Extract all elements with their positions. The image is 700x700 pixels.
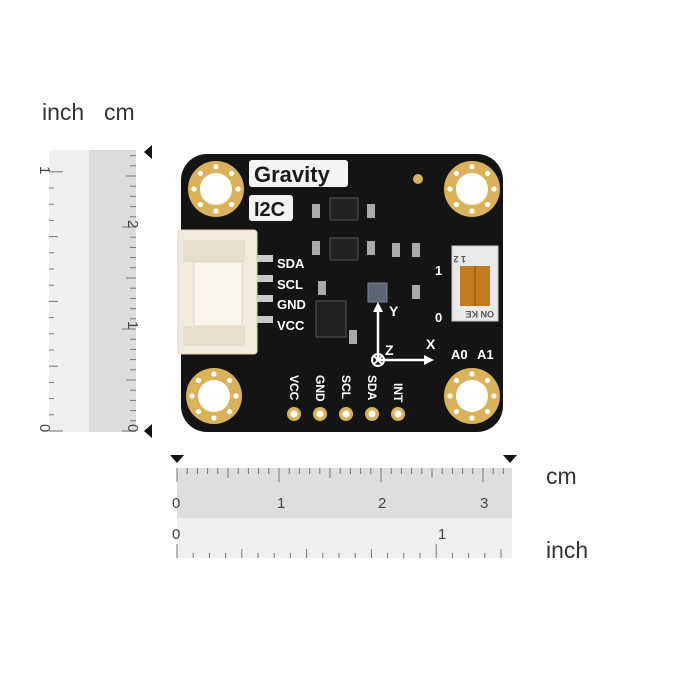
bottom-pin-label-scl: SCL bbox=[339, 375, 353, 399]
horizontal-cm-tick-2: 2 bbox=[378, 495, 386, 512]
address-dip-switch: 1 2 ON KE 1 0 A0 A1 bbox=[435, 245, 499, 362]
gravity-logo-badge bbox=[249, 160, 348, 187]
horizontal-unit-inch-label: inch bbox=[546, 537, 588, 563]
mounting-via bbox=[189, 393, 195, 399]
mounting-via bbox=[491, 186, 497, 192]
mounting-via bbox=[226, 377, 233, 384]
gravity-logo-text: Gravity bbox=[254, 162, 331, 187]
gravity-connector bbox=[177, 229, 273, 355]
vertical-bottom-marker bbox=[144, 424, 152, 438]
dip-level-high-label: 1 bbox=[435, 263, 442, 278]
horizontal-inch-strip bbox=[177, 518, 512, 558]
mounting-via bbox=[228, 201, 235, 208]
mounting-via bbox=[453, 201, 460, 208]
mounting-via bbox=[453, 170, 460, 177]
vertical-cm-tick-1: 1 bbox=[124, 321, 141, 329]
smd-components-top bbox=[312, 197, 420, 344]
vertical-unit-inch-label: inch bbox=[42, 99, 84, 125]
mounting-via bbox=[197, 201, 204, 208]
dip-switch-numbers: 1 2 bbox=[453, 254, 466, 264]
horizontal-left-marker bbox=[170, 455, 184, 463]
bottom-pin-label-sda: SDA bbox=[365, 375, 379, 401]
i2c-badge bbox=[249, 195, 293, 221]
mounting-via bbox=[484, 201, 491, 208]
connector-pin-labels: SDA SCL GND VCC bbox=[277, 256, 306, 333]
horizontal-ruler-ticks bbox=[176, 468, 504, 558]
mounting-hole-vias bbox=[189, 164, 497, 421]
mounting-via bbox=[211, 371, 217, 377]
mounting-via bbox=[213, 208, 219, 214]
bottom-pin-label-vcc: VCC bbox=[287, 375, 301, 401]
vertical-inch-tick-0: 0 bbox=[36, 424, 53, 432]
horizontal-cm-tick-1: 1 bbox=[277, 495, 285, 512]
horizontal-cm-tick-3: 3 bbox=[480, 495, 488, 512]
pin-label-vcc: VCC bbox=[277, 318, 305, 333]
vertical-ruler: inch cm 1 0 2 1 0 bbox=[36, 99, 152, 438]
vertical-inch-tick-1: 1 bbox=[36, 166, 53, 174]
sensor-chip bbox=[367, 282, 388, 303]
i2c-text: I2C bbox=[254, 199, 285, 221]
vertical-top-marker bbox=[144, 145, 152, 159]
dip-switch-on-text: ON KE bbox=[465, 309, 494, 319]
dip-a1-label: A1 bbox=[477, 347, 494, 362]
horizontal-unit-cm-label: cm bbox=[546, 463, 577, 489]
pin-label-scl: SCL bbox=[277, 277, 303, 292]
axis-x-label: X bbox=[426, 336, 436, 352]
mounting-via bbox=[484, 377, 491, 384]
vertical-unit-cm-label: cm bbox=[104, 99, 135, 125]
bottom-pin-label-int: INT bbox=[391, 383, 405, 403]
bottom-header-pins: VCC GND SCL SDA INT bbox=[287, 375, 405, 421]
mounting-via bbox=[213, 164, 219, 170]
vertical-cm-tick-2: 2 bbox=[124, 220, 141, 228]
mounting-via bbox=[195, 408, 202, 415]
fiducial-mark bbox=[413, 174, 423, 184]
vertical-cm-strip bbox=[89, 150, 136, 432]
mounting-via bbox=[469, 208, 475, 214]
mounting-via bbox=[447, 393, 453, 399]
horizontal-cm-strip bbox=[177, 468, 512, 518]
mounting-via bbox=[453, 377, 460, 384]
horizontal-inch-tick-1: 1 bbox=[438, 526, 446, 543]
mounting-via bbox=[491, 393, 497, 399]
axis-z-label: Z bbox=[385, 342, 394, 358]
mounting-via bbox=[233, 393, 239, 399]
mounting-via bbox=[453, 408, 460, 415]
mounting-via bbox=[447, 186, 453, 192]
mounting-via bbox=[469, 371, 475, 377]
horizontal-ruler: 0 1 2 3 0 1 cm inch bbox=[170, 455, 588, 563]
mounting-via bbox=[228, 170, 235, 177]
horizontal-inch-tick-0: 0 bbox=[172, 526, 180, 543]
vertical-ruler-ticks bbox=[49, 155, 136, 432]
mounting-via bbox=[469, 164, 475, 170]
mounting-via bbox=[226, 408, 233, 415]
mounting-via bbox=[191, 186, 197, 192]
pcb-body bbox=[181, 154, 503, 432]
pin-label-gnd: GND bbox=[277, 297, 306, 312]
mounting-via bbox=[469, 415, 475, 421]
mounting-via bbox=[197, 170, 204, 177]
vertical-inch-strip bbox=[49, 150, 89, 432]
sensor-board: Gravity I2C Y bbox=[177, 154, 503, 432]
axis-y-label: Y bbox=[389, 303, 399, 319]
mounting-via bbox=[211, 415, 217, 421]
horizontal-cm-tick-0: 0 bbox=[172, 495, 180, 512]
bottom-pin-label-gnd: GND bbox=[313, 375, 327, 402]
dip-a0-label: A0 bbox=[451, 347, 468, 362]
mounting-via bbox=[484, 170, 491, 177]
pin-label-sda: SDA bbox=[277, 256, 305, 271]
mounting-via bbox=[195, 377, 202, 384]
dip-level-low-label: 0 bbox=[435, 310, 442, 325]
mounting-via bbox=[235, 186, 241, 192]
horizontal-right-marker bbox=[503, 455, 517, 463]
vertical-cm-tick-0: 0 bbox=[124, 424, 141, 432]
axis-indicator: Y X Z bbox=[371, 302, 436, 367]
mounting-via bbox=[484, 408, 491, 415]
